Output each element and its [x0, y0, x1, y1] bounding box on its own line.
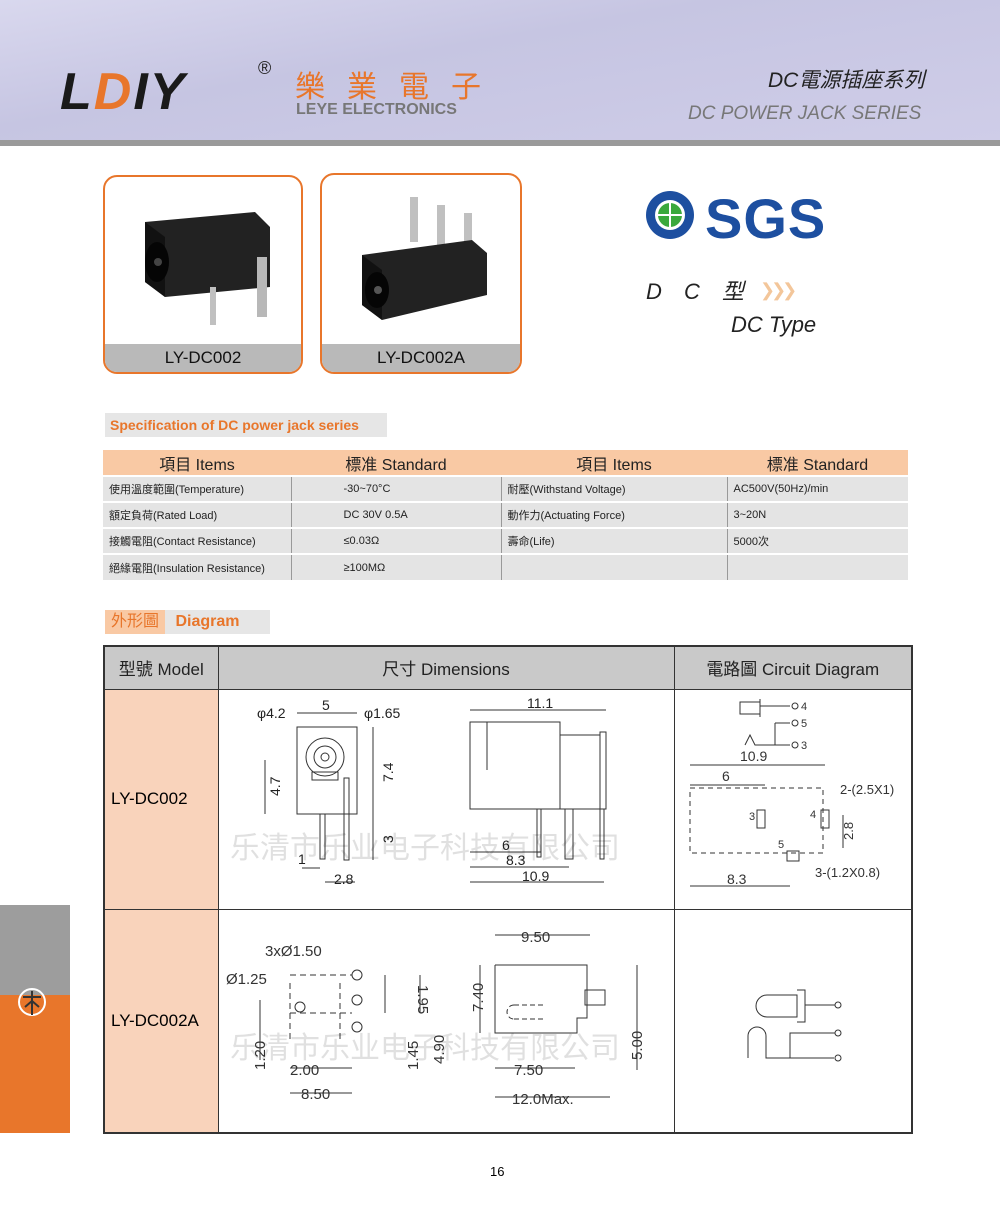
- header-model: 型號 Model: [103, 645, 219, 690]
- chevron-right-icon: ❯❯❯: [760, 280, 797, 300]
- cell: 耐壓(Withstand Voltage): [501, 475, 728, 502]
- model-cell: LY-DC002: [103, 688, 219, 910]
- dc-type-en: DC Type: [731, 312, 817, 337]
- product-photo-dc002: [145, 212, 270, 325]
- company-logo: LDIY: [60, 63, 187, 121]
- cell: 5000次: [727, 527, 908, 554]
- product-label: LY-DC002A: [322, 344, 520, 372]
- circuit-cell: [673, 908, 913, 1134]
- company-name-cn: 樂業電子: [295, 71, 503, 104]
- header-dimensions: 尺寸 Dimensions: [217, 645, 675, 690]
- sgs-globe-icon: [646, 191, 694, 239]
- cell: AC500V(50Hz)/min: [727, 475, 908, 502]
- header-items: 項目 Items: [103, 450, 291, 476]
- spec-table: 項目 Items 標准 Standard 項目 Items 標准 Standar…: [103, 450, 908, 580]
- cell: 壽命(Life): [501, 527, 728, 554]
- cell: 額定負荷(Rated Load): [103, 501, 292, 528]
- header-circuit: 電路圖 Circuit Diagram: [673, 645, 913, 690]
- header-items: 項目 Items: [501, 450, 727, 476]
- side-tab: [0, 905, 70, 995]
- spec-heading: Specification of DC power jack series: [105, 413, 387, 437]
- header-divider: [0, 140, 1000, 146]
- dc-type-cn: D C 型: [646, 279, 753, 304]
- cell: ≥100MΩ: [291, 553, 502, 580]
- cell: -30~70°C: [291, 475, 502, 502]
- page-header: [0, 0, 1000, 140]
- cell: 接觸電阻(Contact Resistance): [103, 527, 292, 554]
- product-card-dc002a: LY-DC002A: [320, 173, 522, 374]
- cell: [727, 553, 908, 580]
- cell: [501, 553, 728, 580]
- dimensions-cell: [217, 688, 675, 910]
- series-title-cn: DC電源插座系列: [768, 69, 925, 92]
- model-cell: LY-DC002A: [103, 908, 219, 1134]
- diagram-heading: 外形圖 Diagram: [105, 610, 270, 634]
- table-row: LY-DC002A: [103, 908, 913, 1134]
- product-photo-dc002a: [362, 197, 487, 320]
- circuit-cell: [673, 688, 913, 910]
- cell: 3~20N: [727, 501, 908, 528]
- cell: 使用溫度範圍(Temperature): [103, 475, 292, 502]
- cell: 絕緣電阻(Insulation Resistance): [103, 553, 292, 580]
- diagram-heading-en: Diagram: [175, 613, 240, 630]
- product-label: LY-DC002: [105, 344, 301, 372]
- diagram-heading-cn: 外形圖: [105, 610, 166, 634]
- header-standard: 標准 Standard: [291, 450, 501, 476]
- sgs-logo: SGS: [705, 187, 827, 250]
- cell: 動作力(Actuating Force): [501, 501, 728, 528]
- cell: DC 30V 0.5A: [291, 501, 502, 528]
- table-row: LY-DC002: [103, 688, 913, 910]
- company-name-en: LEYE ELECTRONICS: [296, 101, 457, 118]
- spec-header-row: 項目 Items 標准 Standard 項目 Items 標准 Standar…: [103, 450, 908, 476]
- product-card-dc002: LY-DC002: [103, 175, 303, 374]
- series-title-en: DC POWER JACK SERIES: [688, 103, 922, 124]
- table-row: 絕緣電阻(Insulation Resistance)≥100MΩ: [103, 553, 908, 580]
- dimensions-cell: [217, 908, 675, 1134]
- company-emblem-icon: [18, 988, 46, 1016]
- header-standard: 標准 Standard: [727, 450, 908, 476]
- side-tab-accent: [0, 995, 70, 1133]
- page-number: 16: [490, 1164, 505, 1179]
- registered-mark: ®: [258, 58, 272, 78]
- cell: ≤0.03Ω: [291, 527, 502, 554]
